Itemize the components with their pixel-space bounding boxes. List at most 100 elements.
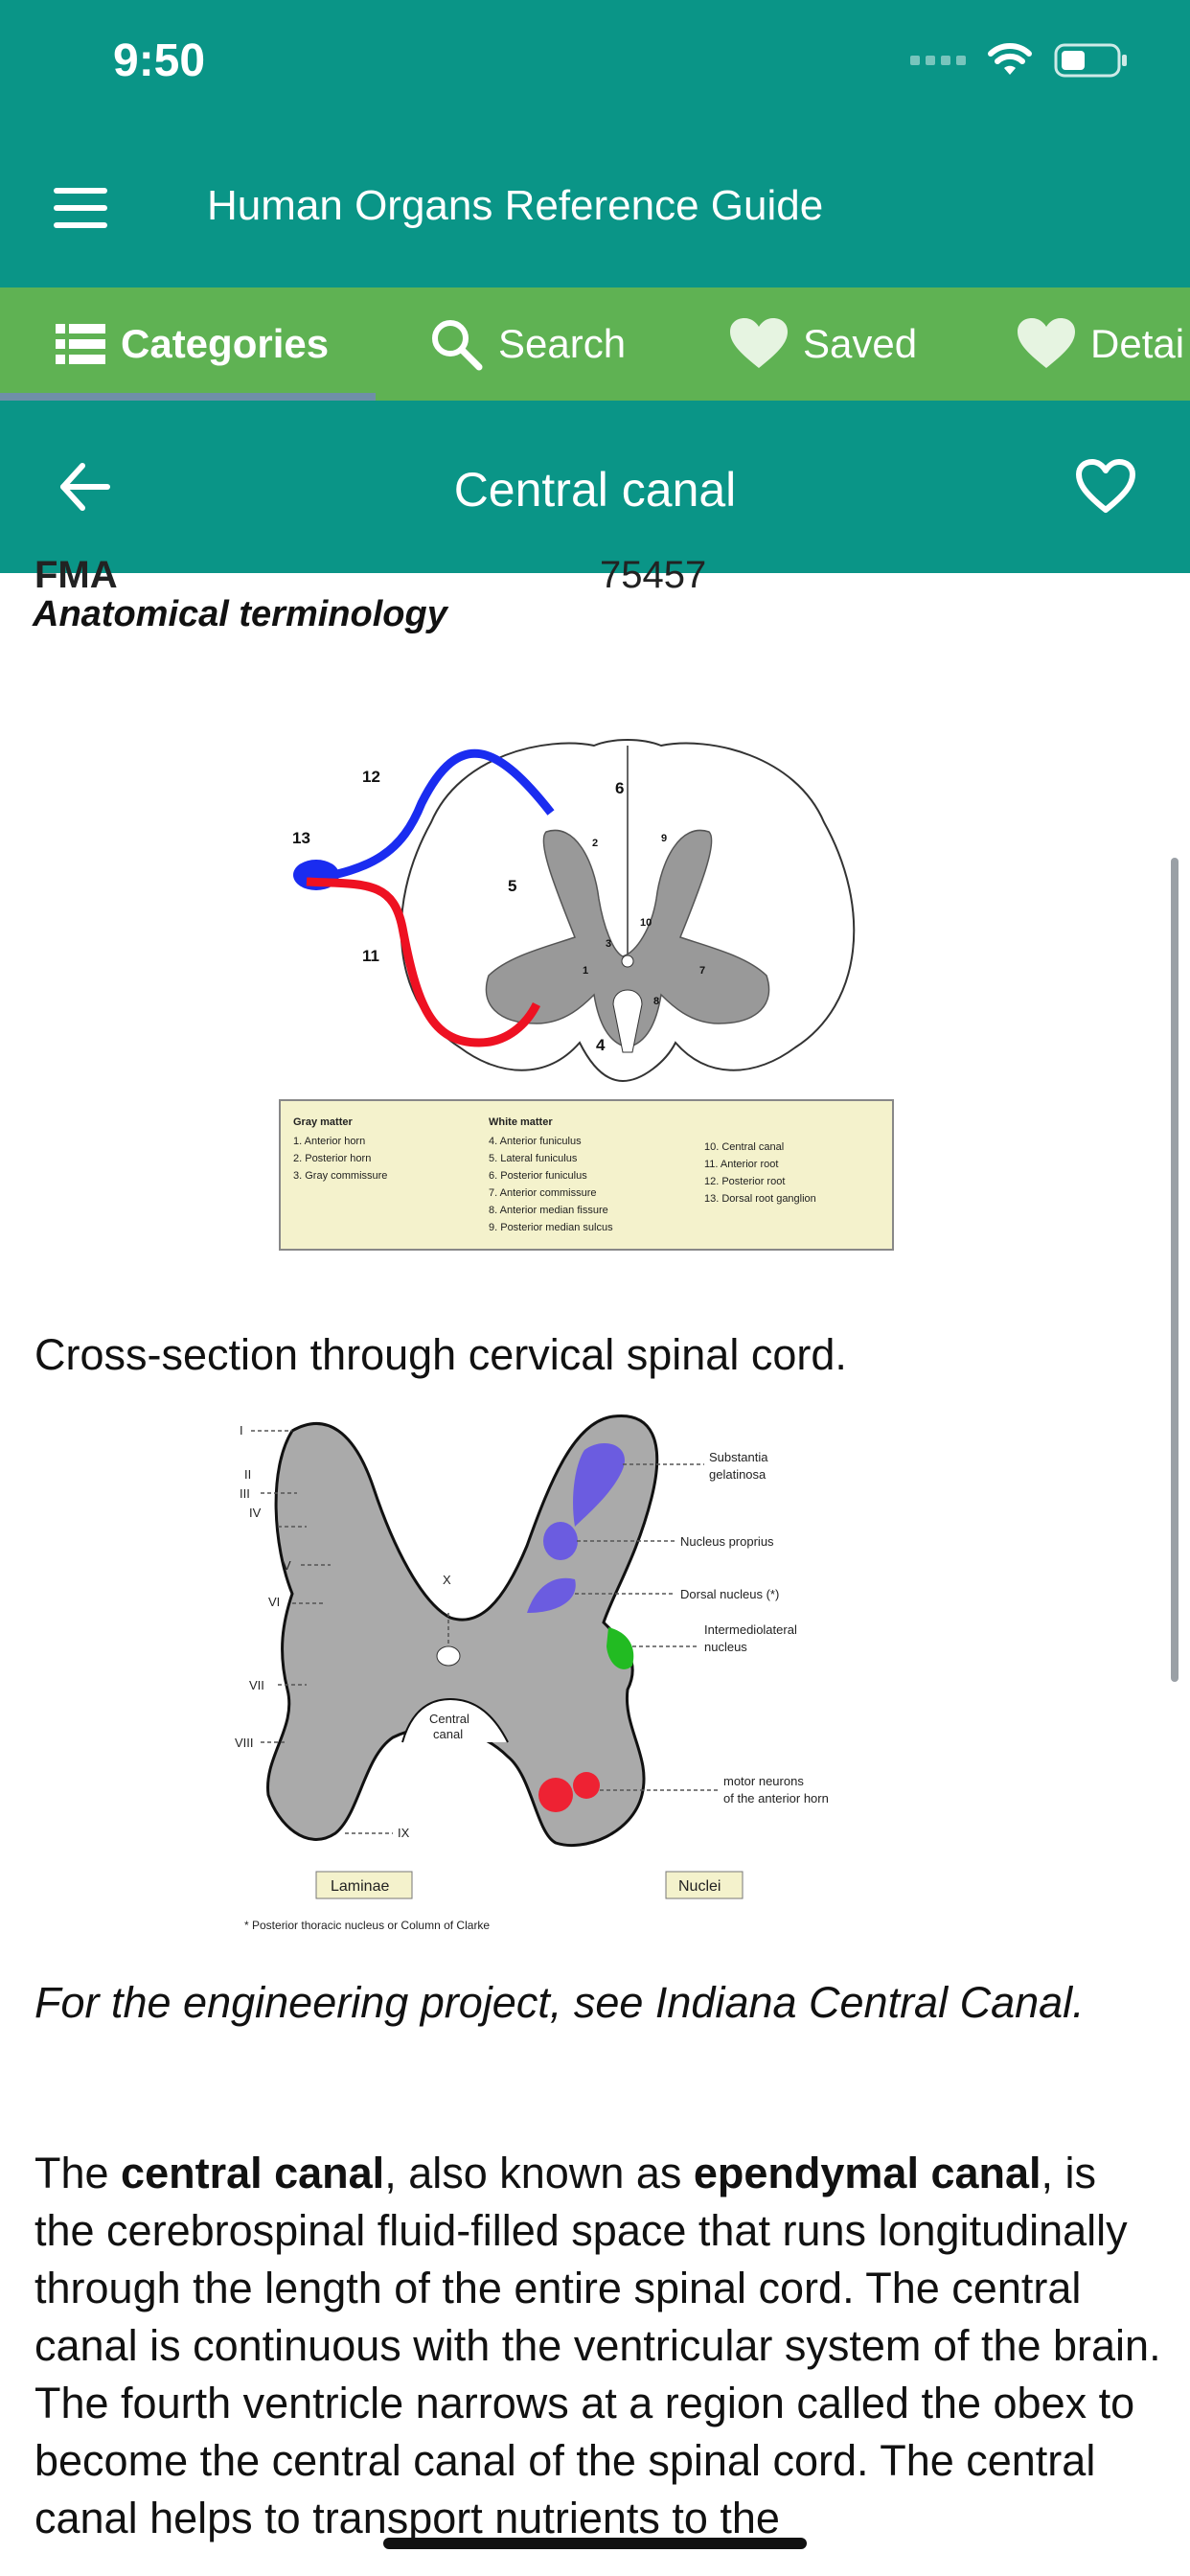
- substantia-gelatinosa: [573, 1442, 625, 1527]
- label-substantia: Substantia: [709, 1450, 768, 1464]
- legend-item: 2. Posterior horn: [293, 1153, 371, 1164]
- legend-item: 5. Lateral funiculus: [489, 1153, 578, 1164]
- anatomical-terminology-label: Anatomical terminology: [33, 594, 447, 634]
- legend-gray-title: Gray matter: [293, 1116, 353, 1128]
- legend-item: 8. Anterior median fissure: [489, 1205, 608, 1216]
- legend-item: 10. Central canal: [704, 1141, 784, 1153]
- status-bar: 9:50: [0, 0, 1190, 130]
- figure1-legend-box: [279, 1099, 894, 1251]
- cutoff-value: 75457: [600, 554, 707, 596]
- detail-title: Central canal: [453, 463, 737, 517]
- figure1-number: 13: [292, 829, 310, 847]
- gray-matter: [485, 829, 770, 1048]
- label-anterior-horn: of the anterior horn: [723, 1791, 829, 1806]
- detail-header: Central canal: [0, 401, 1190, 573]
- status-icons: [910, 42, 1129, 79]
- label-dorsal-nucleus: Dorsal nucleus (*): [680, 1587, 779, 1601]
- legend-item: 6. Posterior funiculus: [489, 1170, 587, 1182]
- lamina-mark: X: [443, 1573, 451, 1587]
- posterior-root: [306, 748, 555, 885]
- lamina-mark: IX: [398, 1826, 410, 1840]
- figure1-number: 3: [606, 938, 611, 950]
- article-paragraph: The central canal, also known as ependym…: [34, 2145, 1165, 2547]
- lamina-mark: VIII: [235, 1736, 254, 1750]
- legend-item: 7. Anterior commissure: [489, 1187, 596, 1199]
- app-bar: Human Organs Reference Guide: [0, 130, 1190, 288]
- lamina-mark: VII: [249, 1678, 264, 1692]
- hamburger-menu-icon[interactable]: [54, 188, 107, 230]
- nuclei-box: [665, 1871, 744, 1899]
- label-canal: canal: [433, 1727, 463, 1741]
- legend-item: 12. Posterior root: [704, 1176, 785, 1187]
- figure1-number: 12: [362, 768, 380, 786]
- active-tab-indicator: [0, 393, 376, 401]
- tab-categories-label: Categories: [121, 321, 330, 366]
- motor-neuron-nucleus: [538, 1778, 573, 1812]
- figure1-number: 11: [362, 947, 379, 965]
- home-indicator[interactable]: [383, 2538, 807, 2549]
- lamina-mark: II: [244, 1467, 251, 1482]
- label-intermediolateral: Intermediolateral: [704, 1622, 797, 1637]
- motor-neuron-nucleus: [573, 1772, 600, 1799]
- legend-item: 13. Dorsal root ganglion: [704, 1193, 816, 1205]
- paragraph-text: , also known as: [384, 2149, 694, 2197]
- article-content: FMA 75457 Anatomical terminology 12 13 5…: [0, 554, 1190, 2576]
- battery-icon: [1054, 43, 1127, 78]
- figure1-number: 9: [661, 833, 667, 844]
- tab-bar: Categories Search Saved Detai: [0, 288, 1190, 401]
- spinal-cord-cross-section-figure: 12 13 5 11 4 6 2 9 10 3 1 7 8 Gray matte…: [279, 739, 894, 1251]
- label-motor-neurons: motor neurons: [723, 1774, 804, 1788]
- paragraph-text: , is the cerebrospinal fluid-filled spac…: [34, 2149, 1161, 2542]
- paragraph-bold-term: ependymal canal: [693, 2149, 1041, 2197]
- legend-item: 1. Anterior horn: [293, 1136, 365, 1147]
- figure1-number: 7: [699, 965, 705, 977]
- figure1-number: 8: [653, 996, 659, 1007]
- arrow-left-icon[interactable]: [57, 460, 111, 514]
- hatnote: For the engineering project, see Indiana…: [34, 1978, 1085, 2027]
- laminae-box: [315, 1871, 413, 1899]
- tab-search[interactable]: Search: [429, 288, 626, 401]
- tab-saved[interactable]: Saved: [730, 288, 917, 401]
- figure2-footnote: * Posterior thoracic nucleus or Column o…: [244, 1919, 490, 1932]
- figure1-number: 1: [583, 965, 588, 977]
- legend-item: 3. Gray commissure: [293, 1170, 387, 1182]
- cellular-signal-icon: [910, 56, 966, 65]
- heart-icon: [1018, 318, 1075, 368]
- figure1-number: 10: [640, 917, 652, 929]
- nucleus-proprius: [543, 1522, 578, 1560]
- dorsal-nucleus: [527, 1577, 576, 1613]
- figure1-number: 4: [596, 1036, 606, 1054]
- lamina-mark: VI: [268, 1595, 280, 1609]
- lamina-mark: IV: [249, 1506, 262, 1520]
- label-central: Central: [429, 1712, 469, 1726]
- laminae-box-label: Laminae: [331, 1878, 389, 1895]
- legend-white-title: White matter: [489, 1116, 553, 1128]
- list-icon: [56, 324, 105, 364]
- spinal-laminae-figure: I II III IV V VI VII VIII IX X Substanti…: [235, 1414, 829, 1932]
- lamina-mark: V: [283, 1558, 291, 1573]
- lamina-mark: I: [240, 1423, 243, 1438]
- anterior-root: [306, 877, 541, 1047]
- wifi-icon: [988, 43, 1032, 75]
- figure1-number: 5: [508, 877, 516, 895]
- figure1-number: 2: [592, 838, 598, 849]
- legend-item: 9. Posterior median sulcus: [489, 1222, 613, 1233]
- heart-outline-icon[interactable]: [1075, 458, 1136, 514]
- app-title: Human Organs Reference Guide: [207, 182, 824, 229]
- scrollbar[interactable]: [1171, 858, 1179, 1682]
- tab-details[interactable]: Detai: [1018, 288, 1184, 401]
- paragraph-text: The: [34, 2149, 122, 2197]
- tab-details-label: Detai: [1090, 321, 1185, 366]
- paragraph-bold-term: central canal: [121, 2149, 385, 2197]
- label-nucleus-proprius: Nucleus proprius: [680, 1534, 774, 1549]
- label-gelatinosa: gelatinosa: [709, 1467, 767, 1482]
- tab-search-label: Search: [498, 321, 627, 366]
- label-nucleus: nucleus: [704, 1640, 747, 1654]
- figure1-caption: Cross-section through cervical spinal co…: [34, 1330, 847, 1379]
- heart-icon: [730, 318, 788, 368]
- nuclei-box-label: Nuclei: [678, 1878, 721, 1895]
- figure1-number: 6: [615, 779, 624, 797]
- legend-item: 11. Anterior root: [704, 1159, 778, 1170]
- cutoff-label: FMA: [34, 554, 118, 596]
- tab-categories[interactable]: Categories: [56, 288, 329, 401]
